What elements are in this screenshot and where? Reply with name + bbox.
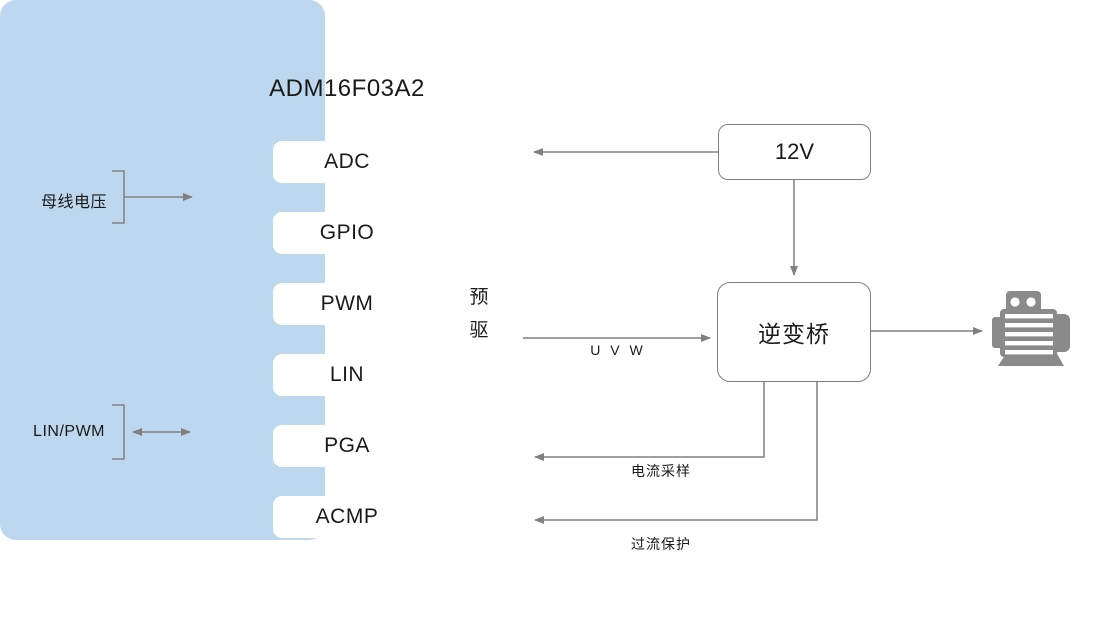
lin-pwm-label: LIN/PWM xyxy=(33,423,105,440)
module-gpio: GPIO xyxy=(273,212,421,254)
motor-icon xyxy=(992,291,1070,366)
uvw-signal-label: U V W xyxy=(590,342,646,358)
inverter-bridge-box: 逆变桥 xyxy=(717,282,871,382)
bus-voltage-bracket xyxy=(112,170,125,224)
chip-title: ADM16F03A2 xyxy=(269,75,425,102)
overcurrent-arrow xyxy=(534,382,818,524)
current-sample-arrow xyxy=(534,382,765,461)
inverter-bridge-label: 逆变桥 xyxy=(758,321,830,347)
module-pwm: PWM xyxy=(273,283,421,325)
module-pga: PGA xyxy=(273,425,421,467)
module-adc: ADC xyxy=(273,141,421,183)
predriver-label: 预驱 xyxy=(469,286,489,341)
module-acmp: ACMP xyxy=(273,496,421,538)
overcurrent-label: 过流保护 xyxy=(631,536,691,552)
supply-12v-box: 12V xyxy=(718,124,871,180)
chip-block xyxy=(0,0,325,540)
lin-pwm-bracket xyxy=(112,404,125,460)
bus-voltage-label: 母线电压 xyxy=(40,194,107,211)
module-lin: LIN xyxy=(273,354,421,396)
supply-12v-label: 12V xyxy=(774,139,815,164)
current-sample-label: 电流采样 xyxy=(631,463,691,479)
predriver-box: 预驱 xyxy=(453,260,505,368)
